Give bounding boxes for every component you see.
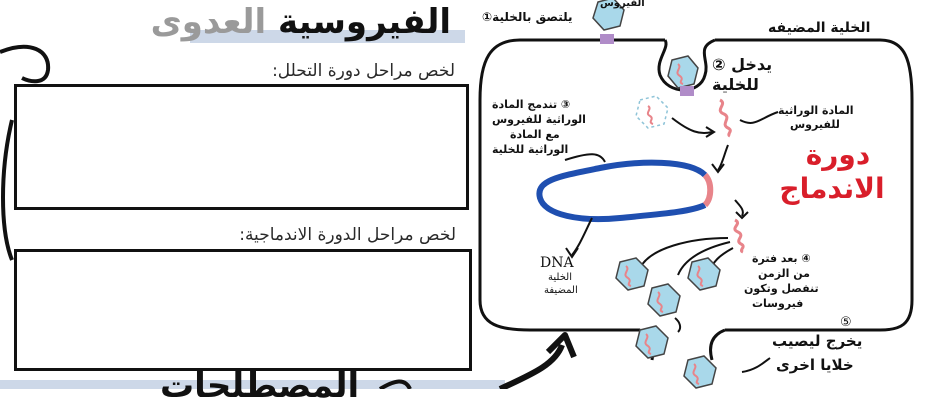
step1-attach-label: يلتصق بالخلية① (482, 10, 573, 24)
host-cell-membrane-left (478, 38, 665, 332)
new-virus-3-rna (696, 265, 704, 287)
host-cell-label: الخلية المضيفه (768, 20, 871, 36)
step2-enter-line1: يدخل ② (712, 55, 773, 74)
step3-line2: الوراثية للفيروس (492, 113, 586, 126)
step3-line3: مع المادة (510, 128, 560, 141)
step5-number: ⑤ (840, 315, 852, 330)
host-dna-loop (536, 159, 708, 223)
arrow-uncoat (671, 117, 713, 135)
exit-opening-right (709, 328, 726, 361)
decor-loop-top (0, 44, 51, 84)
arrow-replicate-head (735, 211, 749, 220)
worksheet-title: الفيروسية العدوى (151, 0, 451, 44)
virus-uncoating (635, 95, 669, 129)
new-virus-3 (687, 257, 721, 291)
virus-attaching (592, 0, 625, 31)
step2-enter-line2: للخلية (712, 75, 759, 94)
lytic-answer-box[interactable] (14, 84, 469, 210)
step5-line2: يخرج ليصيب (772, 332, 863, 350)
arrow-exit-label (741, 357, 771, 373)
receptor-entry (680, 86, 694, 96)
title-word-viral: الفيروسية (278, 2, 451, 42)
new-virus-1-rna (624, 265, 632, 287)
new-virus-2-rna (656, 291, 664, 313)
free-viral-genetic-material (718, 98, 732, 138)
cycle-title-line1: دورة (805, 138, 871, 171)
arrow-fan-1 (639, 237, 729, 269)
step3-line1: ③ تندمج المادة (492, 98, 571, 111)
step4-line4: فيروسات (752, 297, 804, 310)
arrow-exit-1 (674, 317, 682, 333)
exiting-virus-rna (692, 363, 700, 385)
virus-uncoating-rna (646, 105, 654, 125)
host-dna-line2: المضيفة (544, 285, 578, 296)
arrow-dna-label-head (565, 247, 579, 259)
arrow-viral-genetic-label (739, 111, 779, 124)
bottom-arrow-stem (498, 343, 565, 389)
lysogenic-answer-box[interactable] (14, 249, 472, 371)
dna-label: DNA (540, 255, 574, 271)
viral-genetic-line2: للفيروس (790, 118, 840, 131)
bottom-arrow-head (545, 332, 577, 359)
arrow-step3 (564, 153, 606, 163)
viral-genetic-line1: المادة الوراثية (778, 104, 854, 117)
new-virus-2 (647, 283, 681, 317)
virus-label: الفيروس (600, 0, 645, 9)
arrow-integrate-head (711, 163, 725, 174)
bottom-small-curve (378, 379, 412, 389)
virus-entering (667, 55, 699, 89)
cycle-title-line2: الاندماج (779, 172, 885, 205)
lysogenic-cycle-prompt: لخص مراحل الدورة الاندماجية: (239, 225, 456, 245)
new-virus-4 (635, 325, 669, 359)
exiting-virus (683, 355, 717, 389)
arrow-fan-2 (677, 241, 731, 276)
host-cell-membrane-right (715, 38, 914, 332)
lysogenic-cycle-diagram (0, 0, 914, 389)
arrow-dna-label (571, 217, 593, 256)
step4-line2: من الزمن (758, 267, 810, 280)
decor-loop-side (1, 119, 14, 261)
title-word-infection: العدوى (150, 2, 267, 42)
host-dna-line1: الخلية (548, 272, 572, 283)
new-virus-1 (615, 257, 649, 291)
integrated-viral-dna (702, 172, 714, 208)
arrow-replicate (734, 199, 744, 217)
step5-line3: خلايا اخرى (776, 356, 854, 374)
title-highlight-band (190, 30, 465, 43)
arrow-uncoat-head (705, 126, 716, 138)
new-virus-4-rna (644, 333, 652, 355)
terms-highlight-band (0, 380, 505, 389)
step4-line1: ④ بعد فترة (752, 252, 811, 265)
virus-entering-rna (676, 63, 684, 85)
arrow-integrate (717, 144, 729, 171)
receptor-top (600, 34, 614, 44)
replicated-viral-dna (733, 218, 745, 254)
step4-line3: تنفصل وتكون (744, 282, 819, 295)
step3-line4: الوراثية للخلية (492, 143, 569, 156)
lytic-cycle-prompt: لخص مراحل دورة التحلل: (272, 61, 455, 81)
